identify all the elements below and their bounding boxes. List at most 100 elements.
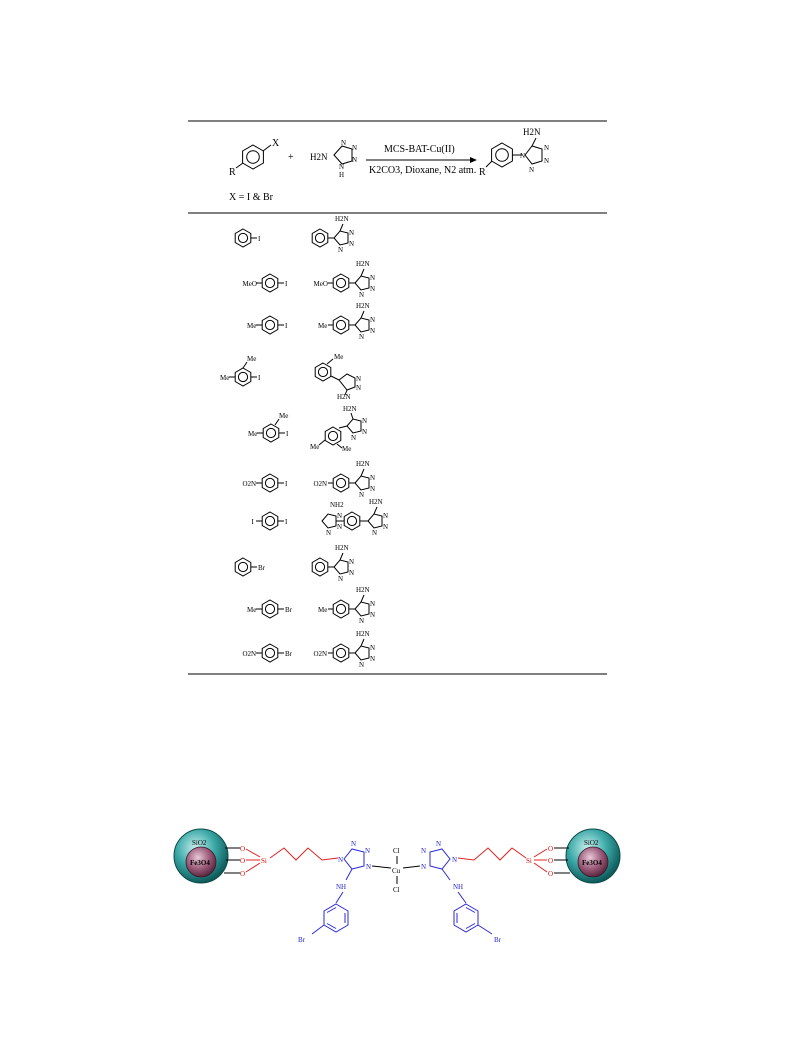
- atom-label: N: [359, 661, 364, 669]
- right-si-label: Si: [526, 857, 532, 865]
- atom-label: N: [359, 333, 364, 341]
- product-r-label: R: [479, 167, 486, 178]
- left-shell-label: SiO2: [192, 839, 207, 847]
- svg-text:N: N: [365, 847, 370, 855]
- atom-label: N: [337, 512, 342, 520]
- halogen-label: I: [258, 235, 261, 243]
- svg-text:N: N: [339, 163, 344, 171]
- amino-label: H2N: [356, 302, 370, 310]
- svg-text:N: N: [366, 863, 371, 871]
- catalyst-structure: SiO2 Fe3O4 SiO2 Fe3O4 O O O Si N N N N N…: [173, 828, 621, 944]
- right-core-label: Fe3O4: [582, 859, 602, 867]
- reaction-scheme: X R X = I & Br + H2N N N N N H MCS-BAT-C…: [229, 127, 549, 203]
- amino-label: H2N: [335, 544, 349, 552]
- atom-label: N: [359, 617, 364, 625]
- halogen-label: Br: [258, 564, 266, 572]
- substituent-label: O2N: [243, 480, 257, 488]
- right-nanoparticle: SiO2 Fe3O4: [565, 828, 621, 884]
- atom-label: N: [349, 558, 354, 566]
- copper-label: Cu: [392, 867, 401, 875]
- atom-label: N: [337, 523, 342, 531]
- chloride-bottom: Cl: [393, 886, 400, 894]
- left-nh-label: NH: [336, 883, 346, 891]
- catalyst-label: MCS-BAT-Cu(II): [384, 144, 455, 155]
- atom-label: N: [326, 529, 331, 537]
- substituent-label: Me: [220, 374, 229, 382]
- substituent-label: O2N: [314, 480, 328, 488]
- svg-text:O: O: [548, 857, 553, 865]
- atom-label: N: [349, 229, 354, 237]
- halogen-label: I: [285, 480, 288, 488]
- halogen-label: Br: [285, 650, 293, 658]
- product-structure: N N N N H2N R: [479, 127, 549, 178]
- label-r: R: [229, 167, 236, 178]
- svg-text:O: O: [240, 870, 245, 878]
- substituent-label: Me: [318, 606, 327, 614]
- substituent-label: MeO: [314, 280, 328, 288]
- svg-text:O: O: [240, 845, 245, 853]
- substituent-label: Me: [318, 322, 327, 330]
- atom-label: N: [351, 434, 356, 442]
- left-nanoparticle: SiO2 Fe3O4: [173, 828, 229, 884]
- substituent-label: I: [252, 518, 255, 526]
- left-core-label: Fe3O4: [190, 859, 210, 867]
- label-x: X: [272, 138, 280, 149]
- substituent-label: Me: [342, 445, 351, 453]
- substituent-label: Me: [310, 443, 319, 451]
- substituent-label: Me: [248, 430, 257, 438]
- svg-text:O: O: [240, 857, 245, 865]
- atom-label: N: [359, 491, 364, 499]
- amino-label: H2N: [337, 393, 351, 401]
- atom-label: N: [370, 285, 375, 293]
- substituent-label: Me: [247, 322, 256, 330]
- atom-label: N: [370, 274, 375, 282]
- substituent-label: MeO: [243, 280, 257, 288]
- atom-label: N: [372, 529, 377, 537]
- substituent-label: Me: [279, 412, 288, 420]
- substituent-label: Me: [334, 353, 343, 361]
- amino-label: H2N: [369, 498, 383, 506]
- substituent-label: O2N: [243, 650, 257, 658]
- nh-label: H: [339, 171, 344, 179]
- atom-label: N: [362, 428, 367, 436]
- atom-label: N: [370, 474, 375, 482]
- aryl-halide-structure: X R X = I & Br: [229, 138, 280, 203]
- conditions-label: K2CO3, Dioxane, N2 atm.: [369, 165, 476, 176]
- atom-label: N: [356, 375, 361, 383]
- atom-label: N: [338, 575, 343, 583]
- substituent-label: Me: [247, 606, 256, 614]
- right-shell-label: SiO2: [584, 839, 599, 847]
- amine-label: H2N: [310, 152, 328, 162]
- halogen-label: I: [258, 374, 261, 382]
- svg-text:N: N: [544, 144, 549, 152]
- svg-text:N: N: [544, 157, 549, 165]
- svg-text:O: O: [548, 870, 553, 878]
- right-br-label: Br: [494, 936, 502, 944]
- amino-label: H2N: [343, 405, 357, 413]
- amino-label: H2N: [356, 586, 370, 594]
- atom-label: N: [383, 523, 388, 531]
- halogen-label: I: [285, 518, 288, 526]
- atom-label: N: [383, 512, 388, 520]
- svg-text:N: N: [421, 863, 426, 871]
- amino-label: H2N: [356, 260, 370, 268]
- atom-label: N: [356, 384, 361, 392]
- atom-label: N: [370, 655, 375, 663]
- atom-label: N: [349, 569, 354, 577]
- left-br-label: Br: [298, 936, 306, 944]
- reactant-label: X = I & Br: [229, 192, 274, 203]
- amino-label: H2N: [356, 630, 370, 638]
- atom-label: N: [370, 611, 375, 619]
